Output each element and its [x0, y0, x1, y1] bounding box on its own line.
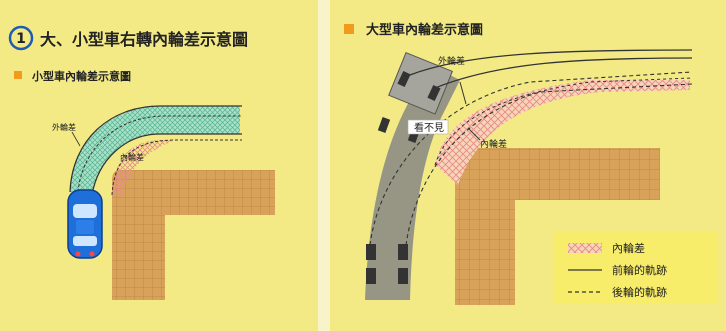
inner-difference-arrow: [467, 127, 481, 141]
large-title: 大型車內輪差示意圖: [366, 22, 483, 38]
outer-difference-arrow: [459, 81, 467, 105]
main-title: 大、小型車右轉內輪差示意圖: [40, 30, 248, 49]
rear-outer-track: [77, 115, 242, 193]
legend-hatch-swatch: [568, 243, 602, 253]
small-car: [67, 189, 103, 259]
rear-inner-track-2: [434, 77, 693, 166]
accent-square: [14, 71, 22, 79]
accent-square: [344, 24, 354, 34]
legend-item-rear-track: 後輪的軌跡: [612, 285, 667, 299]
inner-difference-zone: [112, 140, 175, 195]
front-inner-track: [434, 57, 693, 89]
large-vehicle-panel: 大型車內輪差示意圖: [330, 0, 726, 331]
outer-difference-label: 外輪差: [52, 122, 76, 132]
front-outer-track: [69, 105, 242, 193]
blind-spot-tag: [407, 119, 449, 135]
step-number-badge: 1: [8, 25, 34, 51]
front-outer-track: [409, 49, 693, 76]
front-inner-track: [91, 133, 242, 196]
legend: 內輪差 前輪的軌跡 後輪的軌跡: [554, 232, 718, 304]
corner-block: [455, 148, 660, 305]
outer-difference-zone: [70, 106, 240, 195]
legend-item-front-track: 前輪的軌跡: [612, 263, 667, 277]
outer-difference-leader: [71, 131, 81, 147]
large-vehicle-diagram: 大型車內輪差示意圖: [344, 22, 718, 305]
rear-outer-track: [369, 71, 693, 246]
rear-inner-track: [111, 139, 242, 196]
truck-cab: [388, 51, 453, 115]
outer-difference-label: 外輪差: [438, 55, 465, 67]
panel-divider: [318, 0, 330, 331]
small-vehicle-panel: 1 大、小型車右轉內輪差示意圖 小型車內輪差示意圖 外輪差 內輪差: [0, 0, 318, 331]
corner-block: [112, 170, 275, 300]
inner-difference-label: 內輪差: [120, 152, 144, 162]
subtitle: 小型車內輪差示意圖: [31, 69, 131, 83]
inner-difference-label: 內輪差: [480, 138, 507, 150]
inner-difference-zone: [435, 80, 690, 185]
rear-inner-track: [405, 83, 693, 246]
small-vehicle-diagram: 1 大、小型車右轉內輪差示意圖 小型車內輪差示意圖 外輪差 內輪差: [8, 25, 275, 300]
step-number: 1: [16, 31, 26, 47]
legend-item-inner-difference: 內輪差: [612, 241, 645, 255]
blind-spot-label: 看不見: [414, 121, 444, 134]
